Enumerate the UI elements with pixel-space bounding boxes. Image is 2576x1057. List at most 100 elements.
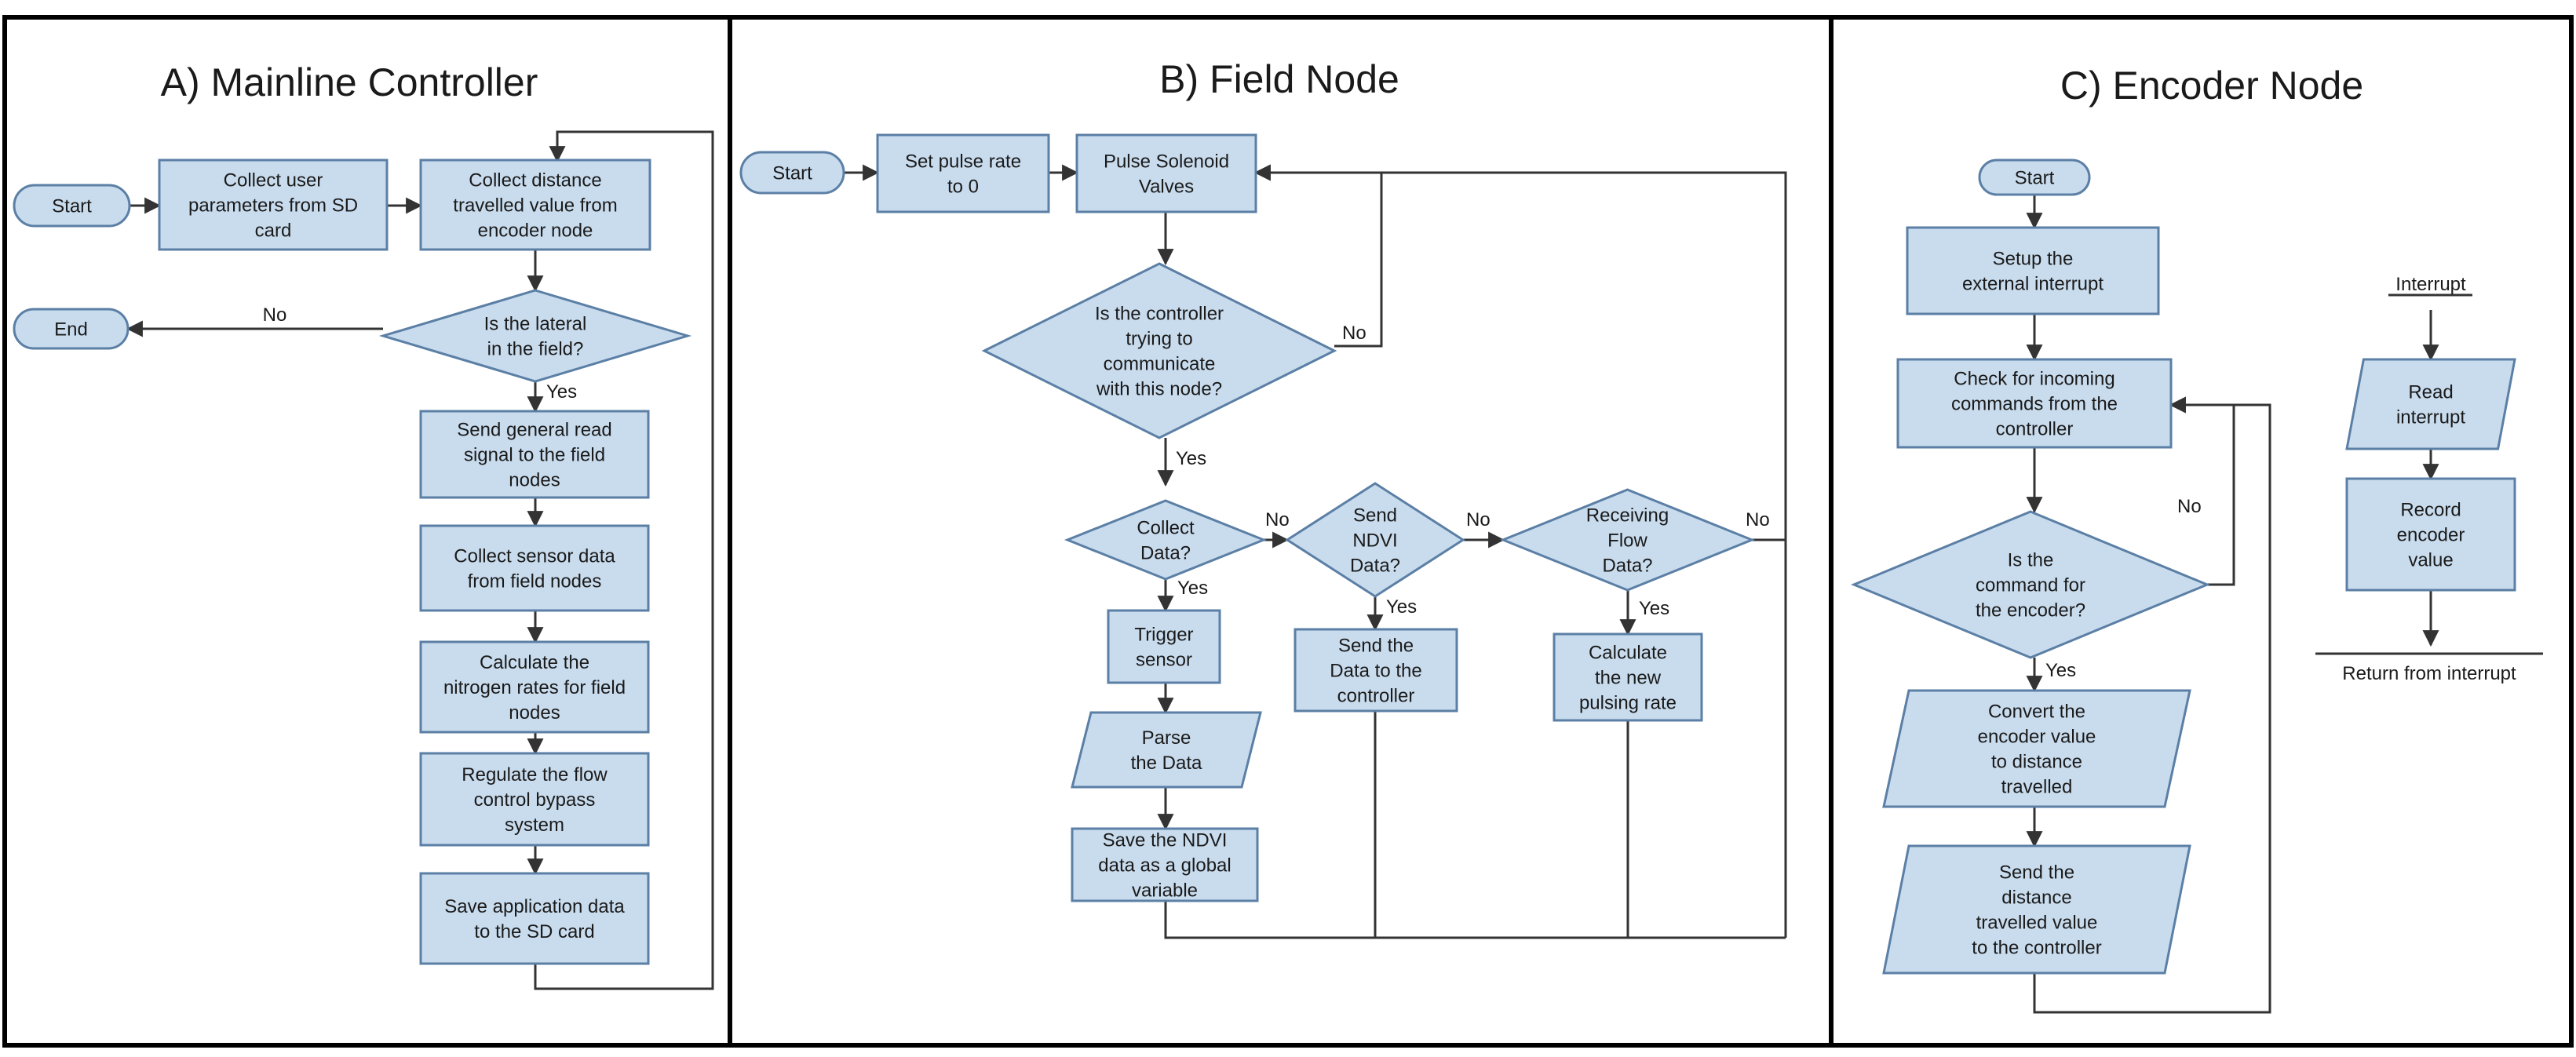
node-text-line: trying to <box>1126 328 1192 349</box>
node-text-line: nitrogen rates for field <box>443 677 626 698</box>
node-text-line: Collect sensor data <box>454 545 615 567</box>
label-c-no: No <box>2177 496 2202 517</box>
node-text-line: End <box>54 319 88 340</box>
edges-layer <box>126 130 2543 1014</box>
node-text-line: Is the lateral <box>484 313 587 334</box>
node-text-line: travelled value from <box>453 195 617 216</box>
node-text-line: Valves <box>1139 176 1194 197</box>
node-text-line: to 0 <box>947 176 979 197</box>
process-shape <box>1107 609 1221 684</box>
node-text-line: Save application data <box>444 896 625 917</box>
node-text-line: Send the <box>1338 635 1414 656</box>
node-text-line: parameters from SD <box>188 195 358 216</box>
node-a-start: Start <box>13 184 131 228</box>
label-c-return: Return from interrupt <box>2342 663 2516 684</box>
node-text-line: nodes <box>509 469 560 490</box>
node-text-line: Data? <box>1140 542 1191 563</box>
process-shape <box>1075 133 1257 213</box>
node-text-line: Regulate the flow <box>462 764 608 785</box>
node-text-line: Pulse Solenoid <box>1104 151 1229 172</box>
node-b-start: Start <box>739 151 845 195</box>
node-text-line: Flow <box>1607 530 1647 551</box>
node-text-line: NDVI <box>1352 530 1397 551</box>
node-text-line: Is the <box>2008 549 2054 570</box>
node-text-line: Collect user <box>224 169 323 191</box>
process-shape <box>419 524 650 612</box>
node-text-line: the new <box>1595 667 1662 688</box>
node-text-line: Is the controller <box>1095 303 1224 324</box>
process-shape <box>876 133 1050 213</box>
node-text-line: communicate <box>1104 353 1216 374</box>
process-shape <box>1896 358 2173 449</box>
node-c-read-int: Read interrupt <box>2345 358 2516 450</box>
node-text-line: Check for incoming <box>1954 368 2114 389</box>
node-text-line: Collect distance <box>469 169 601 191</box>
label-b-yes-communicate: Yes <box>1176 448 1206 469</box>
label-c-interrupt: Interrupt <box>2395 274 2466 295</box>
decision-shape <box>1285 482 1465 598</box>
process-shape <box>1293 628 1458 713</box>
node-text-line: Calculate the <box>480 652 589 673</box>
node-text-line: encoder node <box>478 220 593 241</box>
node-text-line: in the field? <box>487 338 584 359</box>
panel-b-title: B) Field Node <box>1159 57 1399 101</box>
process-shape <box>1906 226 2160 315</box>
node-text-line: Collect <box>1137 517 1195 538</box>
node-text-line: Read <box>2408 381 2453 403</box>
node-text-line: from field nodes <box>468 570 602 592</box>
decision-shape <box>1851 510 2210 659</box>
panel-c-title: C) Encoder Node <box>2060 64 2363 108</box>
decision-shape <box>1499 488 1756 592</box>
node-text-line: Parse <box>1142 727 1191 749</box>
node-text-line: Start <box>52 195 92 217</box>
node-text-line: encoder <box>2397 524 2465 545</box>
io-shape <box>1882 844 2191 975</box>
decision-shape <box>378 289 692 383</box>
io-shape <box>2345 358 2516 450</box>
decision-shape <box>981 262 1337 439</box>
process-shape <box>419 640 650 734</box>
node-text-line: value <box>2408 549 2453 570</box>
terminal-shape <box>13 308 130 350</box>
process-shape <box>419 159 651 251</box>
node-text-line: sensor <box>1136 649 1192 670</box>
panel-a-title: A) Mainline Controller <box>161 60 538 104</box>
node-text-line: Send the <box>1999 862 2074 883</box>
node-text-line: system <box>505 815 564 836</box>
node-text-line: to the controller <box>1972 937 2101 958</box>
edge-a-save-loop <box>534 130 714 990</box>
node-text-line: Start <box>2015 167 2055 188</box>
edge-c-decision-no <box>2169 396 2235 586</box>
node-text-line: Send general read <box>457 419 611 440</box>
node-text-line: nodes <box>509 702 560 723</box>
terminal-shape <box>13 184 131 228</box>
process-shape <box>158 159 389 251</box>
node-a-end: End <box>13 308 130 350</box>
node-text-line: interrupt <box>2396 406 2465 428</box>
node-text-line: external interrupt <box>1962 273 2103 294</box>
edge-b-save-to-bus <box>1164 901 1786 939</box>
label-b-yes-flow: Yes <box>1639 598 1669 619</box>
node-text-line: card <box>255 220 292 241</box>
label-a-no: No <box>263 304 287 326</box>
label-b-no-ndvi: No <box>1466 509 1491 530</box>
node-text-line: Data? <box>1350 555 1400 576</box>
node-c-start: Start <box>1978 159 2091 196</box>
io-shape <box>1071 711 1262 789</box>
label-b-yes-ndvi: Yes <box>1386 596 1417 618</box>
figure-frame <box>2 15 2574 1048</box>
